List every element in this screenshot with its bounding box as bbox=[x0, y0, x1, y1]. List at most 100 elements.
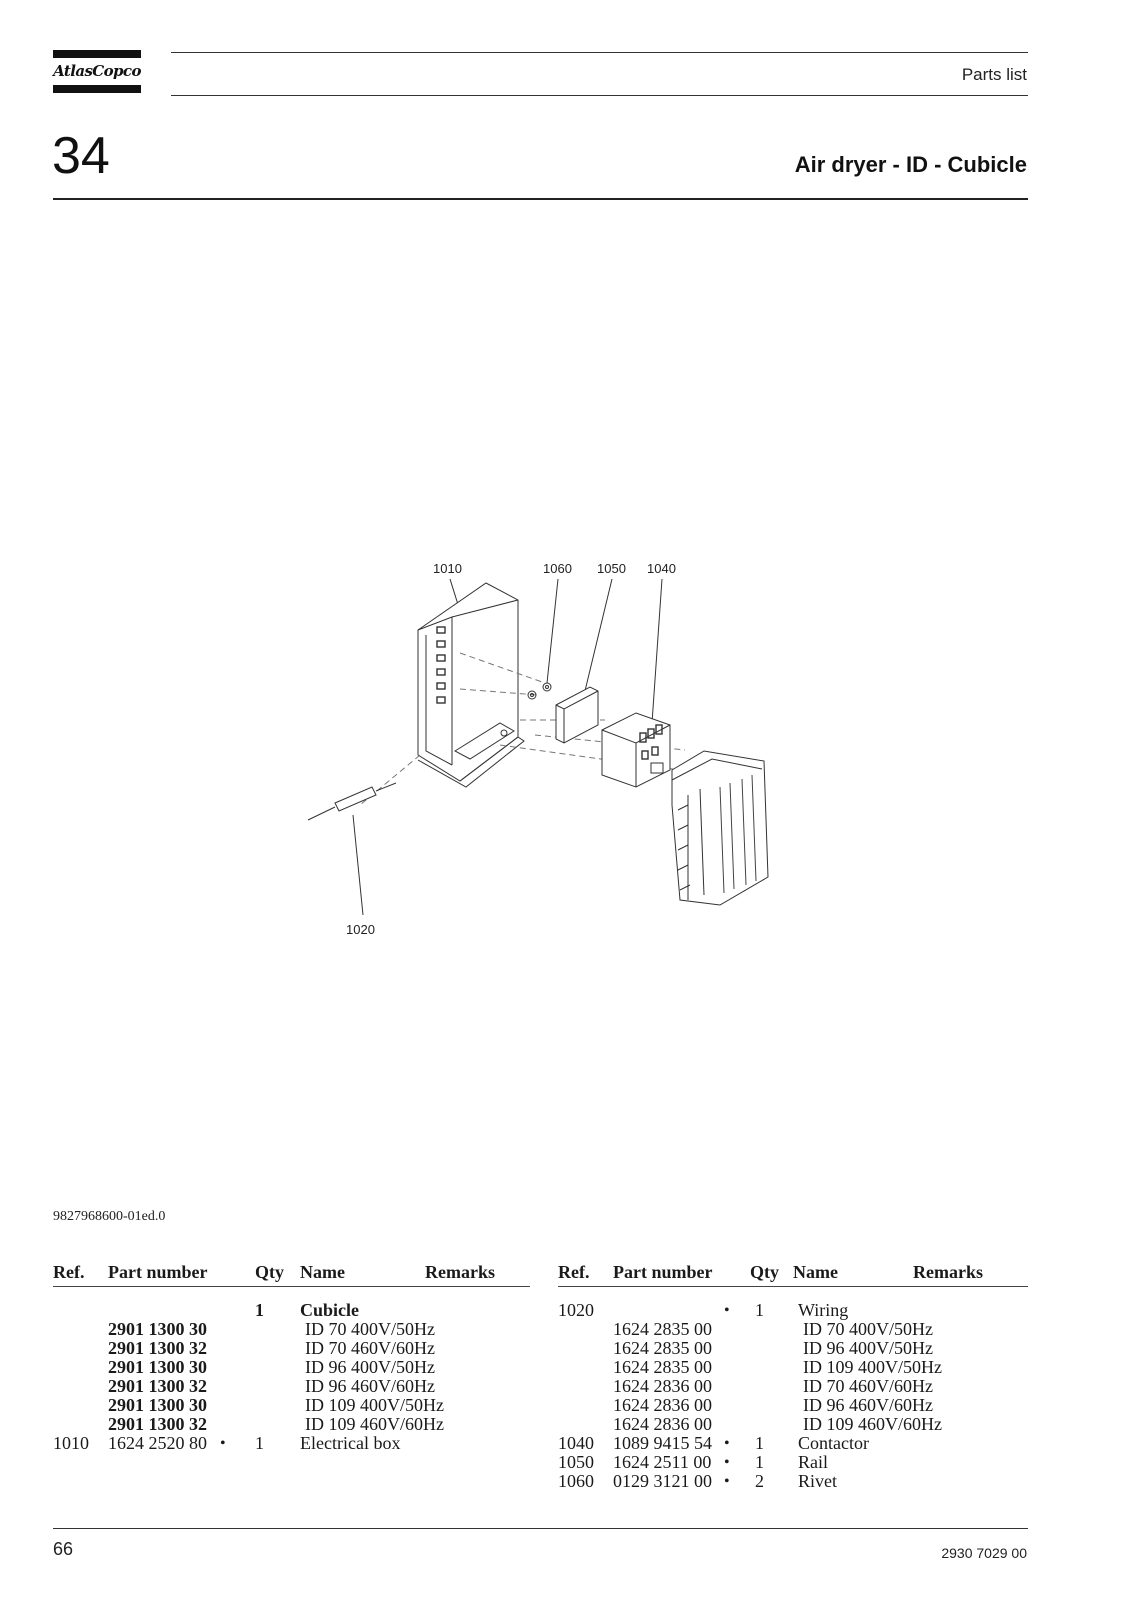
table-row: 1020 • 1 Wiring bbox=[558, 1301, 1028, 1320]
cell-qty: 2 bbox=[755, 1471, 764, 1491]
cell-name: Electrical box bbox=[300, 1433, 401, 1453]
header-rule-top bbox=[171, 52, 1028, 53]
cell-part-number: 2901 1300 32 bbox=[108, 1414, 207, 1434]
cell-name: ID 70 400V/50Hz bbox=[305, 1319, 435, 1339]
cell-part-number: 1624 2835 00 bbox=[613, 1338, 712, 1358]
cell-dot: • bbox=[724, 1473, 730, 1490]
header-ref: Ref. bbox=[558, 1262, 590, 1282]
cell-name: ID 70 460V/60Hz bbox=[803, 1376, 933, 1396]
table-row: 2901 1300 32 ID 96 460V/60Hz bbox=[53, 1377, 530, 1396]
cell-qty: 1 bbox=[255, 1433, 264, 1453]
cell-ref: 1020 bbox=[558, 1300, 594, 1320]
cell-name: ID 96 460V/60Hz bbox=[803, 1395, 933, 1415]
callout-1020: 1020 bbox=[346, 922, 375, 935]
section-label: Parts list bbox=[961, 65, 1027, 84]
cell-part-number: 2901 1300 30 bbox=[108, 1319, 207, 1339]
cell-part-number: 1089 9415 54 bbox=[613, 1433, 712, 1453]
cell-name: Rail bbox=[798, 1452, 828, 1472]
table-row: 1010 1624 2520 80 • 1 Electrical box bbox=[53, 1434, 530, 1453]
table-row: 1040 1089 9415 54 • 1 Contactor bbox=[558, 1434, 1028, 1453]
cell-name: Rivet bbox=[798, 1471, 837, 1491]
cell-part-number: 1624 2836 00 bbox=[613, 1414, 712, 1434]
cell-part-number: 1624 2835 00 bbox=[613, 1319, 712, 1339]
cell-dot: • bbox=[724, 1435, 730, 1452]
table-row: 1060 0129 3121 00 • 2 Rivet bbox=[558, 1472, 1028, 1491]
callout-1010: 1010 bbox=[433, 561, 462, 576]
cell-part-number: 1624 2836 00 bbox=[613, 1395, 712, 1415]
header-part-number: Part number bbox=[108, 1262, 208, 1282]
cell-name: ID 109 460V/60Hz bbox=[305, 1414, 444, 1434]
title-rule bbox=[53, 198, 1028, 200]
cell-part-number: 2901 1300 32 bbox=[108, 1338, 207, 1358]
cubicle-cover-part bbox=[671, 750, 769, 906]
cell-name: ID 96 400V/50Hz bbox=[305, 1357, 435, 1377]
parts-table-left-header: Ref. Part number Qty Name Remarks bbox=[53, 1262, 530, 1287]
cell-dot: • bbox=[724, 1302, 730, 1319]
header-remarks: Remarks bbox=[425, 1262, 495, 1282]
table-row: 1624 2836 00 ID 70 460V/60Hz bbox=[558, 1377, 1028, 1396]
table-row: 1624 2836 00 ID 109 460V/60Hz bbox=[558, 1415, 1028, 1434]
callout-1060: 1060 bbox=[543, 561, 572, 576]
cell-name: ID 70 400V/50Hz bbox=[803, 1319, 933, 1339]
rail-part bbox=[555, 686, 599, 744]
cell-part-number: 1624 2520 80 bbox=[108, 1433, 207, 1453]
table-row: 2901 1300 30 ID 70 400V/50Hz bbox=[53, 1320, 530, 1339]
contactor-part bbox=[601, 712, 671, 788]
cell-name: ID 109 460V/60Hz bbox=[803, 1414, 942, 1434]
parts-table-right: Ref. Part number Qty Name Remarks 1020•1… bbox=[558, 1262, 1028, 1491]
cell-part-number: 1624 2835 00 bbox=[613, 1357, 712, 1377]
chapter-number: 34 bbox=[52, 127, 110, 185]
logo-bar-top bbox=[53, 50, 141, 58]
table-row: 1 Cubicle bbox=[53, 1301, 530, 1320]
parts-table-left: Ref. Part number Qty Name Remarks 1 Cubic… bbox=[53, 1262, 530, 1453]
header-name: Name bbox=[300, 1262, 345, 1282]
atlas-copco-logo: AtlasCopco bbox=[53, 50, 141, 94]
table-row: 2901 1300 30 ID 109 400V/50Hz bbox=[53, 1396, 530, 1415]
parts-table-right-header: Ref. Part number Qty Name Remarks bbox=[558, 1262, 1028, 1287]
cell-qty: 1 bbox=[755, 1433, 764, 1453]
table-row: 1624 2835 00 ID 109 400V/50Hz bbox=[558, 1358, 1028, 1377]
exploded-view-drawing: 1010 1060 1050 1040 1020 bbox=[307, 561, 769, 935]
footer-rule bbox=[53, 1528, 1028, 1529]
cell-part-number: 2901 1300 32 bbox=[108, 1376, 207, 1396]
cell-part-number: 0129 3121 00 bbox=[613, 1471, 712, 1491]
electrical-box-part bbox=[417, 582, 525, 788]
cell-part-number: 1624 2836 00 bbox=[613, 1376, 712, 1396]
document-reference: 9827968600-01ed.0 bbox=[53, 1209, 166, 1224]
header-remarks: Remarks bbox=[913, 1262, 983, 1282]
table-row: 2901 1300 32 ID 70 460V/60Hz bbox=[53, 1339, 530, 1358]
header-ref: Ref. bbox=[53, 1262, 85, 1282]
cell-name: Cubicle bbox=[300, 1300, 360, 1320]
header-part-number: Part number bbox=[613, 1262, 713, 1282]
cell-name: ID 109 400V/50Hz bbox=[803, 1357, 942, 1377]
cell-name: Contactor bbox=[798, 1433, 869, 1453]
cell-name: ID 96 460V/60Hz bbox=[305, 1376, 435, 1396]
header-qty: Qty bbox=[750, 1262, 779, 1282]
cell-ref: 1010 bbox=[53, 1433, 89, 1453]
callout-1050: 1050 bbox=[597, 561, 626, 576]
cell-dot: • bbox=[220, 1435, 226, 1452]
cell-ref: 1060 bbox=[558, 1471, 594, 1491]
cell-part-number: 2901 1300 30 bbox=[108, 1395, 207, 1415]
cell-ref: 1040 bbox=[558, 1433, 594, 1453]
cell-qty: 1 bbox=[755, 1300, 764, 1320]
cell-qty: 1 bbox=[255, 1300, 264, 1320]
cell-ref: 1050 bbox=[558, 1452, 594, 1472]
document-number: 2930 7029 00 bbox=[941, 1545, 1027, 1561]
header-rule-mid bbox=[171, 95, 1028, 96]
cell-name: ID 70 460V/60Hz bbox=[305, 1338, 435, 1358]
cell-name: ID 109 400V/50Hz bbox=[305, 1395, 444, 1415]
header-qty: Qty bbox=[255, 1262, 284, 1282]
page-number: 66 bbox=[53, 1539, 74, 1559]
header-name: Name bbox=[793, 1262, 838, 1282]
table-row: 1624 2835 00 ID 70 400V/50Hz bbox=[558, 1320, 1028, 1339]
cell-name: Wiring bbox=[798, 1300, 849, 1320]
table-row: 2901 1300 32 ID 109 460V/60Hz bbox=[53, 1415, 530, 1434]
callout-1040: 1040 bbox=[647, 561, 676, 576]
cell-qty: 1 bbox=[755, 1452, 764, 1472]
rivet-part bbox=[527, 682, 552, 700]
